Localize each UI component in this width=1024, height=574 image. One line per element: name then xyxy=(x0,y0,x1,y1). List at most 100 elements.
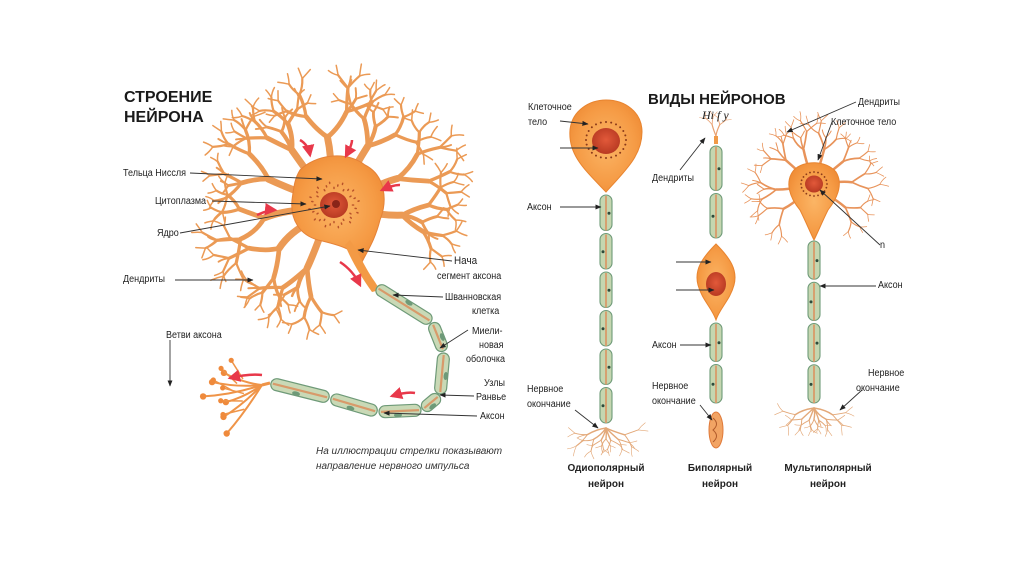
unipolar-terminal xyxy=(617,438,623,450)
nissl-body xyxy=(590,151,593,154)
dendrite-branch xyxy=(297,67,304,80)
unipolar-terminal xyxy=(617,438,630,444)
multipolar-dendrite xyxy=(848,230,851,239)
label-nucleus: Ядро xyxy=(157,228,179,239)
dendrite-branch xyxy=(463,173,474,183)
unipolar-label-cell-body-2: тело xyxy=(528,117,548,128)
dendrite-branch xyxy=(226,181,244,187)
multipolar-dendrite xyxy=(867,187,874,200)
multipolar-dendrite xyxy=(821,129,827,139)
multipolar-dendrite xyxy=(777,150,787,162)
impulse-arrow xyxy=(389,387,416,400)
unipolar-terminal xyxy=(628,442,636,450)
multipolar-dendrite xyxy=(864,171,877,175)
axon-segment xyxy=(375,284,433,325)
left-title-line1: СТРОЕНИЕ xyxy=(124,89,213,106)
dendrite-branch xyxy=(393,133,418,144)
schwann-nucleus xyxy=(429,403,437,410)
unipolar-axon-segment xyxy=(599,271,613,309)
synaptic-bouton xyxy=(220,411,226,418)
dendrite-branch xyxy=(252,111,266,118)
multipolar-dendrite xyxy=(836,120,840,129)
bipolar-terminal xyxy=(708,411,724,449)
schwann-nucleus xyxy=(815,259,819,263)
multipolar-dendrite xyxy=(817,111,822,122)
dendrite-branch xyxy=(215,166,226,175)
schwann-nucleus xyxy=(346,405,355,411)
leader-line xyxy=(559,120,589,126)
multipolar-dendrite xyxy=(805,115,810,126)
dendrite-branch xyxy=(237,206,267,221)
nissl-body xyxy=(809,171,811,174)
nissl-body xyxy=(353,197,357,200)
nissl-body xyxy=(585,139,587,141)
dendrite-branch xyxy=(220,120,223,132)
multipolar-terminal xyxy=(794,429,801,436)
bipolar-dendrite xyxy=(704,111,707,119)
dendrite-branch xyxy=(306,94,312,104)
multipolar-nucleus xyxy=(805,175,823,193)
unipolar-terminal xyxy=(583,438,595,442)
dendrite-branch xyxy=(410,109,414,122)
schwann-nucleus xyxy=(601,250,605,254)
unipolar-terminal xyxy=(586,427,607,436)
multipolar-dendrite xyxy=(858,157,870,162)
multipolar-dendrite xyxy=(776,134,785,138)
multipolar-dendrite xyxy=(761,158,772,167)
axon-core xyxy=(332,397,376,413)
dendrite-branch xyxy=(400,213,425,225)
schwann-nucleus xyxy=(717,341,721,345)
dendrite-branch xyxy=(266,316,270,329)
label-schwann-1: Шванновская xyxy=(445,292,502,303)
dendrite-branch xyxy=(422,261,432,271)
leader-line xyxy=(357,248,453,262)
dendrite-branch xyxy=(287,323,293,334)
multipolar-dendrite xyxy=(868,158,878,162)
multipolar-axon-segment xyxy=(807,240,821,280)
dendrite-branch xyxy=(225,130,236,134)
dendrite-branch xyxy=(426,185,443,207)
multipolar-dendrite xyxy=(875,166,883,173)
dendrite-branch xyxy=(435,215,450,220)
nissl-body xyxy=(356,211,359,214)
dendrite-branch xyxy=(231,115,243,119)
dendrite-branch xyxy=(308,328,320,336)
nissl-body xyxy=(323,188,326,192)
schwann-nucleus xyxy=(601,404,605,408)
multipolar-dendrite xyxy=(875,172,885,177)
dendrite-branch xyxy=(337,74,350,89)
multipolar-terminal xyxy=(799,429,804,436)
main-neuron xyxy=(199,155,450,437)
synaptic-bouton xyxy=(222,398,230,406)
multipolar-terminal xyxy=(808,419,813,430)
axon-segment xyxy=(330,393,378,417)
dendrite-branch xyxy=(346,87,352,106)
multipolar-label-axon: Аксон xyxy=(878,280,903,291)
schwann-nucleus xyxy=(607,365,611,369)
dendrite-branch xyxy=(395,151,420,181)
dendrite-branch xyxy=(445,192,452,208)
multipolar-terminal xyxy=(785,419,792,426)
dendrite-branch xyxy=(438,144,453,149)
axon-segment xyxy=(434,352,450,395)
dendrite-branch xyxy=(252,97,260,108)
dendrite-branch xyxy=(268,114,276,124)
bipolar-dendrite xyxy=(711,124,717,137)
bipolar-label-dendrites: Дендриты xyxy=(652,173,694,184)
axon-core xyxy=(439,354,445,393)
dendrite-branch xyxy=(400,96,405,106)
unipolar-terminal xyxy=(619,449,623,457)
axon-segment xyxy=(420,392,442,413)
unipolar-terminal xyxy=(601,438,607,447)
unipolar-terminal xyxy=(576,434,588,446)
dendrite-branch xyxy=(445,208,457,222)
nissl-body xyxy=(349,195,352,198)
unipolar-terminal xyxy=(568,427,576,434)
dendrite-branch xyxy=(303,114,330,140)
dendrite-branch xyxy=(246,151,271,182)
dendrite-branch xyxy=(372,101,380,114)
multipolar-terminal xyxy=(824,425,827,432)
dendrite-branch xyxy=(440,162,448,174)
dendrite-branch xyxy=(248,291,264,300)
multipolar-dendrite xyxy=(778,224,783,237)
